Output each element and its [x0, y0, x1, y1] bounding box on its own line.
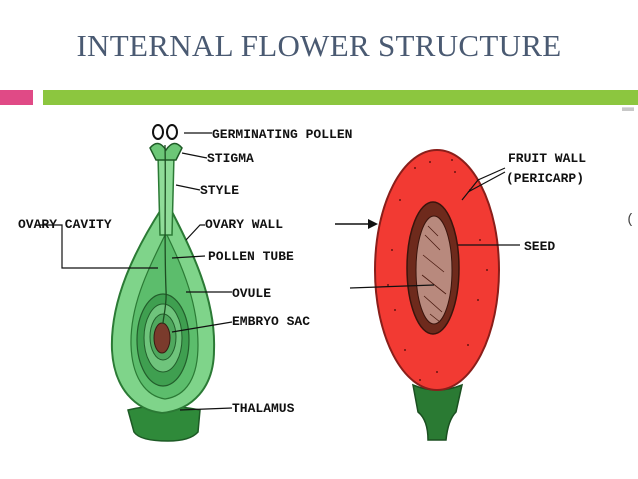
germinating-pollen-shape [152, 124, 178, 140]
seed-texture [421, 225, 447, 323]
label-seed: SEED [524, 239, 555, 254]
label-germinating-pollen: GERMINATING POLLEN [212, 127, 352, 142]
label-ovule: OVULE [232, 286, 271, 301]
label-ovary-cavity: OVARY CAVITY [18, 217, 112, 232]
fruit-stalk-shape [412, 383, 464, 441]
accent-bar-pink [0, 90, 33, 105]
embryo-sac-shape [153, 322, 171, 354]
edge-cutoff-glyph: ( [626, 212, 635, 228]
fruit-illustration [374, 149, 500, 441]
label-ovary-wall: OVARY WALL [205, 217, 283, 232]
label-pericarp: (PERICARP) [506, 171, 584, 186]
label-stigma: STIGMA [207, 151, 254, 166]
slide-title: INTERNAL FLOWER STRUCTURE [76, 28, 562, 63]
flower-illustration [110, 124, 216, 442]
pollen-tube-shape [162, 144, 167, 325]
label-style: STYLE [200, 183, 239, 198]
style-shape [157, 154, 175, 236]
label-thalamus: THALAMUS [232, 401, 295, 416]
pericarp-speckles [387, 159, 488, 381]
fruit-leader-lines [349, 167, 520, 289]
stigma-shape [149, 142, 183, 161]
transition-arrow-icon [335, 219, 378, 229]
label-pollen-tube: POLLEN TUBE [208, 249, 294, 264]
flower-leader-lines [40, 132, 233, 411]
label-fruit-wall: FRUIT WALL [508, 151, 586, 166]
label-embryo-sac: EMBRYO SAC [232, 314, 310, 329]
accent-bar-green [43, 90, 638, 105]
slide-corner-mark: ▬ [622, 100, 634, 114]
